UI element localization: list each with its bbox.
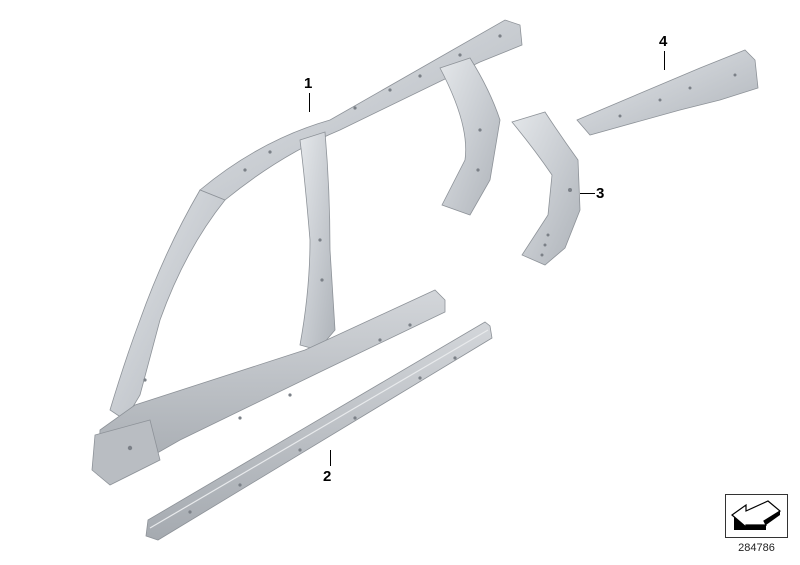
callout-part-3[interactable]: 3 (596, 185, 605, 202)
callout-part-4[interactable]: 4 (659, 33, 668, 50)
orientation-badge (725, 494, 788, 538)
part-3-c-pillar-reinforcement[interactable] (511, 111, 581, 266)
diagram-id: 284786 (738, 542, 775, 554)
leader-line-2 (330, 450, 331, 466)
callout-part-2[interactable]: 2 (323, 468, 332, 485)
callout-part-1[interactable]: 1 (304, 75, 313, 92)
part-4-roof-rail-rear[interactable] (576, 49, 759, 136)
leader-line-3 (580, 193, 595, 194)
arrow-down-left-icon (731, 500, 782, 530)
part-2-sill-reinforcement[interactable] (145, 321, 493, 541)
leader-line-1 (309, 93, 310, 112)
part-1-side-frame[interactable] (91, 19, 523, 486)
leader-line-4 (664, 51, 665, 70)
